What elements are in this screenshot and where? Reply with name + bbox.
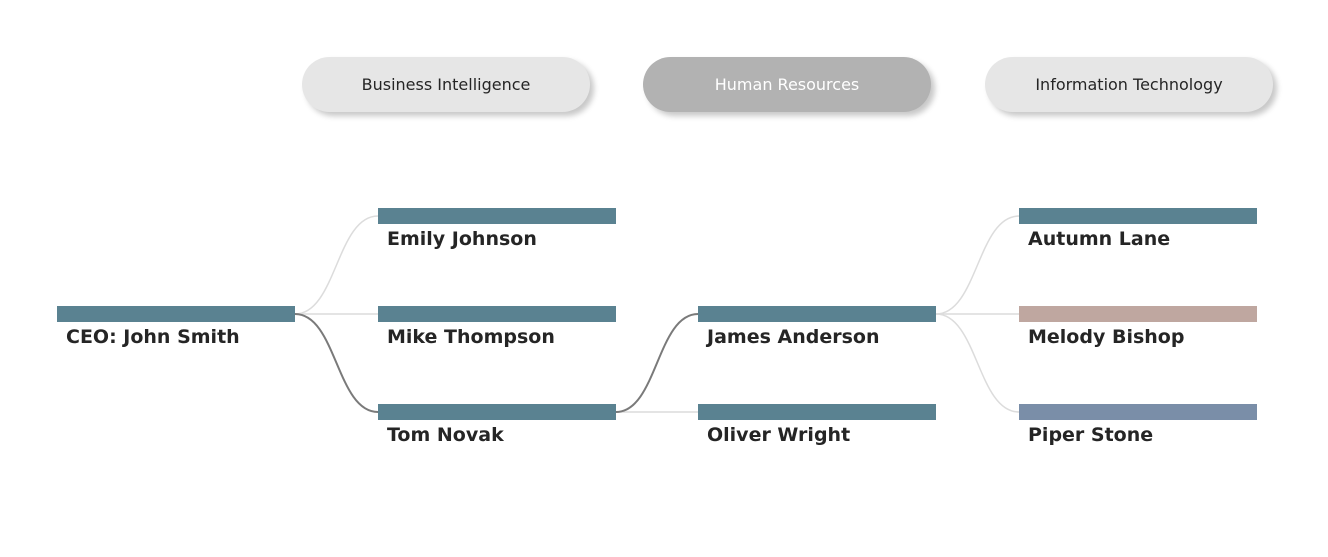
node-label: Emily Johnson: [387, 228, 537, 250]
node-bar: [378, 306, 616, 322]
node-emily-johnson[interactable]: Emily Johnson: [378, 208, 616, 250]
node-label: Tom Novak: [387, 424, 504, 446]
connector-james-autumn: [935, 215, 1020, 315]
node-label: Autumn Lane: [1028, 228, 1171, 250]
node-bar: [1019, 306, 1257, 322]
connector-tom-james: [615, 313, 699, 413]
node-piper-stone[interactable]: Piper Stone: [1019, 404, 1257, 446]
connector-ceo-tom: [294, 313, 379, 413]
node-bar: [57, 306, 295, 322]
connector-james-piper: [935, 313, 1020, 413]
node-label: James Anderson: [707, 326, 880, 348]
node-bar: [698, 306, 936, 322]
node-label: Melody Bishop: [1028, 326, 1185, 348]
node-tom-novak[interactable]: Tom Novak: [378, 404, 616, 446]
node-oliver-wright[interactable]: Oliver Wright: [698, 404, 936, 446]
node-ceo[interactable]: CEO: John Smith: [57, 306, 295, 348]
node-melody-bishop[interactable]: Melody Bishop: [1019, 306, 1257, 348]
node-autumn-lane[interactable]: Autumn Lane: [1019, 208, 1257, 250]
node-james-anderson[interactable]: James Anderson: [698, 306, 936, 348]
node-label: Piper Stone: [1028, 424, 1154, 446]
tab-label: Human Resources: [714, 75, 860, 94]
node-bar: [378, 208, 616, 224]
node-mike-thompson[interactable]: Mike Thompson: [378, 306, 616, 348]
connector-ceo-emily: [294, 215, 379, 315]
tab-human-resources[interactable]: Human Resources: [643, 57, 931, 112]
node-label: CEO: John Smith: [66, 326, 240, 348]
tab-label: Business Intelligence: [361, 75, 531, 94]
node-label: Mike Thompson: [387, 326, 555, 348]
node-bar: [378, 404, 616, 420]
node-label: Oliver Wright: [707, 424, 851, 446]
tab-business-intelligence[interactable]: Business Intelligence: [302, 57, 590, 112]
node-bar: [1019, 208, 1257, 224]
node-bar: [1019, 404, 1257, 420]
tab-information-technology[interactable]: Information Technology: [985, 57, 1273, 112]
node-bar: [698, 404, 936, 420]
tab-label: Information Technology: [1035, 75, 1223, 94]
